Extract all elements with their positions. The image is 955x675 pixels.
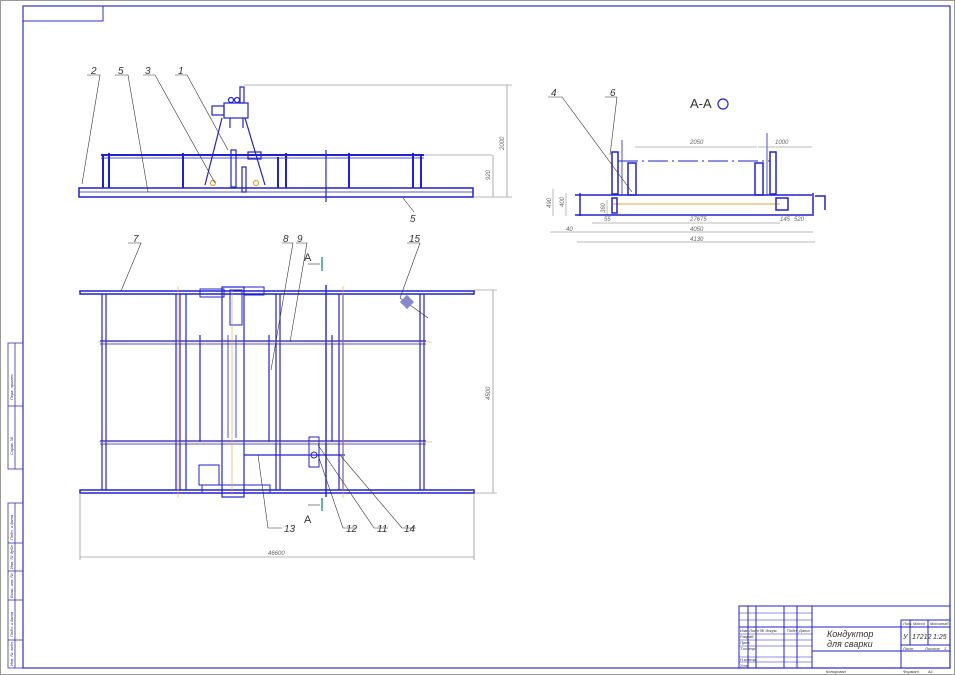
plan-view: А А 7 8 9 15 13 12 11 14 (79, 234, 497, 560)
dim-2050: 2050 (689, 140, 704, 146)
sheets-value: 1 (944, 646, 946, 651)
callout-8: 8 (283, 234, 289, 245)
dim-4050: 4050 (690, 227, 704, 233)
drawing-frame (22, 5, 951, 669)
format-value: А1 (927, 669, 933, 674)
stamp-text: Инв. № дубл. (9, 544, 14, 569)
dim-4500: 4500 (486, 386, 492, 400)
section-view: А-А 4 6 (547, 88, 826, 243)
section-mark-top: А (304, 252, 312, 264)
dim-360: 360 (601, 202, 607, 213)
sheet-label: Лист (902, 646, 914, 651)
col-list: Лист (748, 628, 760, 633)
dim-145: 145 (780, 217, 791, 223)
front-view: 2 5 3 1 5 2000 920 (78, 66, 512, 225)
role-ncontrol: Н.контр. (740, 657, 757, 662)
dim-4130: 4130 (690, 237, 704, 243)
role-tcontrol: Т.контр. (740, 646, 756, 651)
callout-13: 13 (284, 524, 296, 535)
col-izm: Изм (740, 628, 748, 633)
dim-27675: 27675 (689, 217, 707, 223)
col-sign: Подп. (787, 628, 798, 633)
rotation-icon (717, 98, 729, 110)
callout-14: 14 (404, 524, 416, 535)
stamp-text: Подп. и дата (9, 514, 14, 540)
mass-value: 17212 (912, 634, 932, 641)
callout-6: 6 (610, 88, 616, 99)
dim-400: 400 (560, 196, 566, 207)
col-date: Дата (798, 628, 810, 633)
dim-55: 55 (604, 217, 611, 223)
callout-4: 4 (551, 88, 557, 99)
stamp-text: Инв. № подл. (9, 641, 14, 666)
role-check: Пров. (740, 640, 751, 645)
dim-46600: 46600 (268, 551, 285, 557)
stamp-text: Справ. № (9, 436, 14, 455)
callout-5: 5 (118, 66, 124, 77)
scale-label: Масштаб (930, 621, 949, 626)
callout-7: 7 (133, 234, 139, 245)
callout-2: 2 (90, 66, 97, 77)
drawing-title-line1: Кондуктор (827, 629, 873, 639)
dim-520: 520 (794, 217, 805, 223)
dim-2000: 2000 (500, 136, 506, 151)
dim-920: 920 (486, 169, 492, 180)
side-stamp (7, 342, 24, 669)
dim-40: 40 (566, 227, 573, 233)
scale-value: 1:25 (933, 634, 947, 641)
lit-value: У (902, 634, 909, 641)
sheets-label: Листов (924, 646, 940, 651)
mass-label: Масса (913, 621, 926, 626)
callout-3: 3 (145, 66, 151, 77)
drawing-title-line2: для сварки (827, 639, 873, 649)
callout-12: 12 (346, 524, 358, 535)
stamp-text: Перв. примен. (9, 373, 14, 400)
callout-1: 1 (178, 66, 184, 77)
col-doc: № докум. (760, 628, 778, 633)
copied-label: Копировал (826, 669, 847, 674)
section-mark-bottom: А (304, 514, 312, 526)
section-title: А-А (690, 96, 712, 111)
role-approve: Утв. (740, 663, 749, 668)
stamp-text: Подп. и дата (9, 611, 14, 637)
lit-label: Лит. (902, 621, 912, 626)
dim-1000: 1000 (775, 140, 789, 146)
callout-5b: 5 (410, 214, 416, 225)
role-dev: Разраб. (740, 634, 754, 639)
callout-9: 9 (297, 234, 303, 245)
callout-15: 15 (409, 234, 421, 245)
callout-11: 11 (377, 524, 387, 535)
dim-490: 490 (547, 197, 553, 208)
format-label: Формат (903, 669, 920, 674)
stamp-text: Взам. инв. № (9, 573, 14, 598)
title-block (738, 605, 951, 669)
